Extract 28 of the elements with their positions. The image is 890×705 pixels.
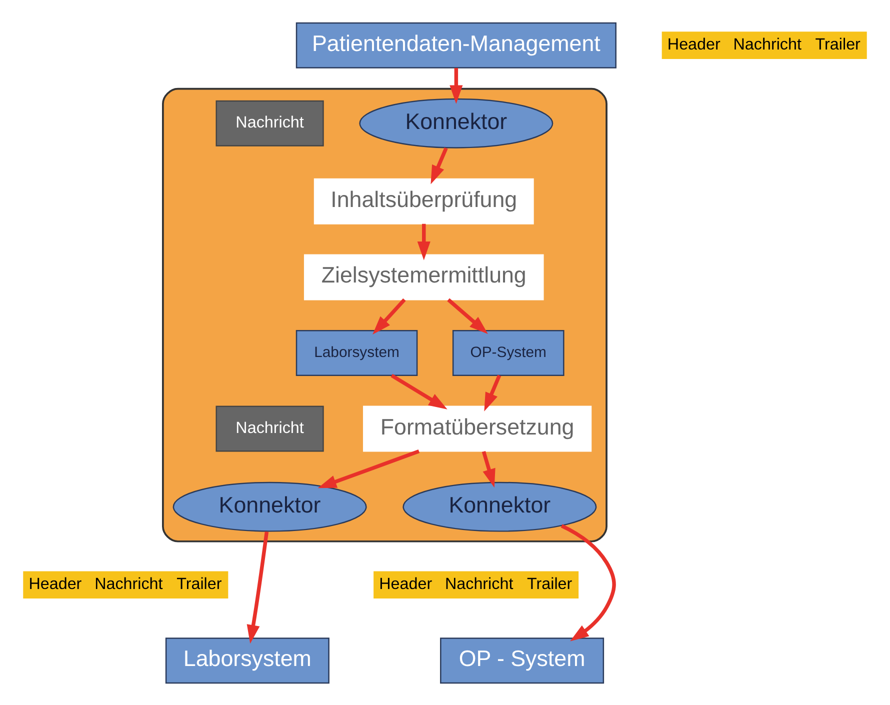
- node-box: Nachricht: [216, 100, 324, 146]
- arrow: [390, 373, 448, 409]
- node-ellipse: Konnektor: [172, 481, 367, 532]
- node-box: Header Nachricht Trailer: [23, 570, 228, 598]
- node-box: Patientendaten-Management: [296, 22, 616, 68]
- arrow: [450, 68, 463, 104]
- arrow: [417, 223, 430, 260]
- node-box: Header Nachricht Trailer: [374, 570, 579, 598]
- arrow: [318, 449, 420, 488]
- node-box: Inhaltsüberprüfung: [314, 178, 534, 224]
- node-ellipse: Konnektor: [359, 98, 554, 148]
- arrow: [372, 298, 406, 334]
- arrow: [560, 524, 616, 641]
- node-box: Zielsystemermittlung: [304, 254, 544, 300]
- cluster: [162, 87, 608, 542]
- arrow: [482, 450, 496, 488]
- node-box: OP-System: [452, 330, 564, 376]
- arrow: [447, 298, 488, 334]
- node-ellipse: Konnektor: [402, 481, 597, 532]
- arrow: [246, 531, 269, 644]
- node-box: OP - System: [440, 637, 604, 684]
- node-box: Laborsystem: [296, 330, 418, 376]
- arrow: [484, 374, 502, 411]
- node-box: Formatübersetzung: [362, 405, 592, 452]
- node-box: Laborsystem: [165, 637, 330, 684]
- node-box: Header Nachricht Trailer: [662, 31, 867, 58]
- node-box: Nachricht: [216, 405, 324, 452]
- arrow: [430, 146, 448, 184]
